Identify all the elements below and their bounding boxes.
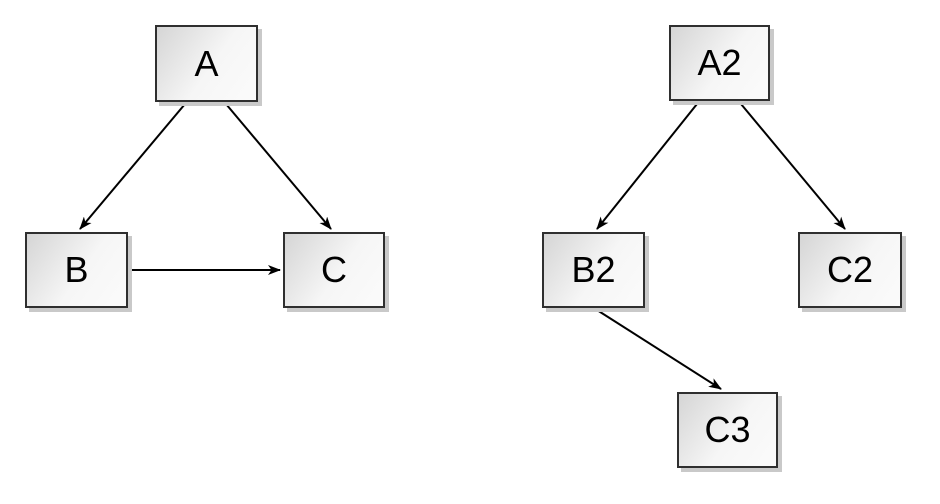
edge-A-C[interactable]	[225, 103, 332, 230]
node-B[interactable]: B	[25, 232, 128, 308]
edge-A2-B2[interactable]	[596, 103, 698, 230]
node-label: A2	[697, 42, 742, 83]
node-C2[interactable]: C2	[798, 232, 902, 308]
node-C3[interactable]: C3	[677, 392, 778, 468]
node-label: C2	[826, 249, 874, 290]
node-B2[interactable]: B2	[542, 232, 645, 308]
node-A2[interactable]: A2	[669, 25, 770, 101]
node-label: C	[321, 249, 347, 290]
node-A[interactable]: A	[155, 25, 258, 102]
node-C[interactable]: C	[283, 232, 385, 308]
node-label: B	[64, 249, 89, 290]
edge-B2-C3[interactable]	[596, 309, 722, 390]
edge-A2-C2[interactable]	[740, 103, 846, 230]
node-label: A	[194, 42, 219, 84]
edge-A-B[interactable]	[79, 103, 186, 230]
node-label: B2	[571, 249, 616, 290]
node-label: C3	[704, 409, 751, 450]
